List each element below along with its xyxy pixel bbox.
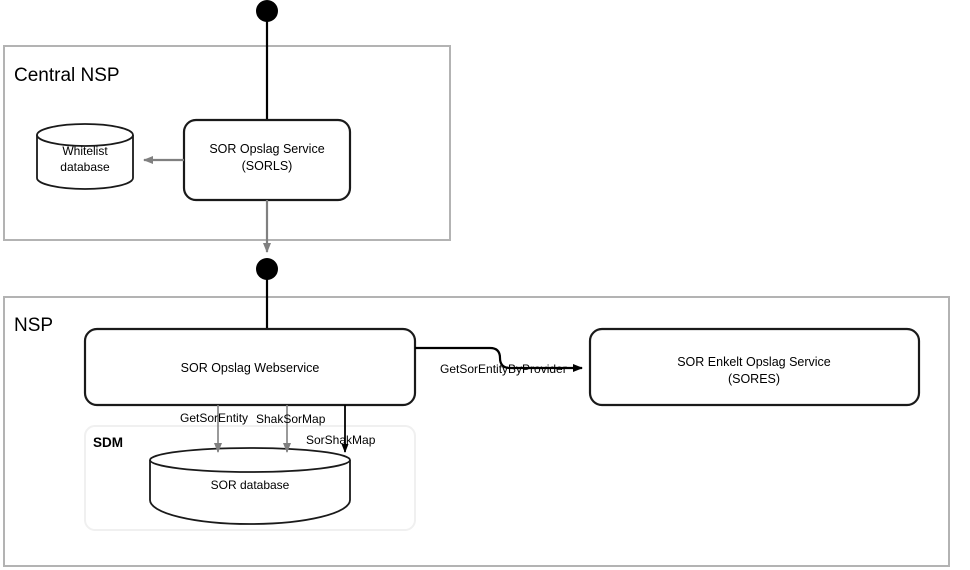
container-nsp-title: NSP: [14, 315, 53, 336]
sor-database-body: [149, 460, 351, 525]
node-sores-label-line1: SOR Enkelt Opslag Service: [677, 355, 831, 369]
node-sores-label-line2: (SORES): [728, 372, 780, 386]
sor-database-label-line1: SOR database: [211, 478, 290, 492]
subcontainer-sdm: [84, 425, 416, 531]
whitelist-database-top: [36, 123, 134, 147]
node-sor-opslag-webservice[interactable]: [83, 327, 417, 407]
edge-webservice-to-sores-label: GetSorEntityByProvider: [440, 362, 567, 376]
subcontainer-sdm-title: SDM: [93, 435, 123, 450]
edge-webservice-to-sores: [415, 346, 583, 372]
whitelist-database-label-line2: database: [60, 160, 110, 174]
sor-database-top: [149, 447, 351, 473]
node-sorls-label-line2: (SORLS): [242, 159, 293, 173]
container-nsp: [3, 296, 950, 567]
node-sores[interactable]: [588, 327, 921, 407]
whitelist-database-body: [36, 135, 134, 190]
node-sor-opslag-webservice-label-line1: SOR Opslag Webservice: [181, 361, 320, 375]
edge-shaksormap-label: ShakSorMap: [256, 412, 326, 426]
mid-terminal-dot: [256, 258, 278, 280]
edge-sorshakmap-label: SorShakMap: [306, 433, 376, 447]
node-sorls-label-line1: SOR Opslag Service: [209, 142, 324, 156]
container-central-nsp: [3, 45, 451, 241]
edge-getsorentity-label: GetSorEntity: [180, 411, 248, 425]
whitelist-database-label-line1: Whitelist: [62, 144, 108, 158]
start-terminal-dot: [256, 0, 278, 22]
container-central-nsp-title: Central NSP: [14, 65, 120, 86]
